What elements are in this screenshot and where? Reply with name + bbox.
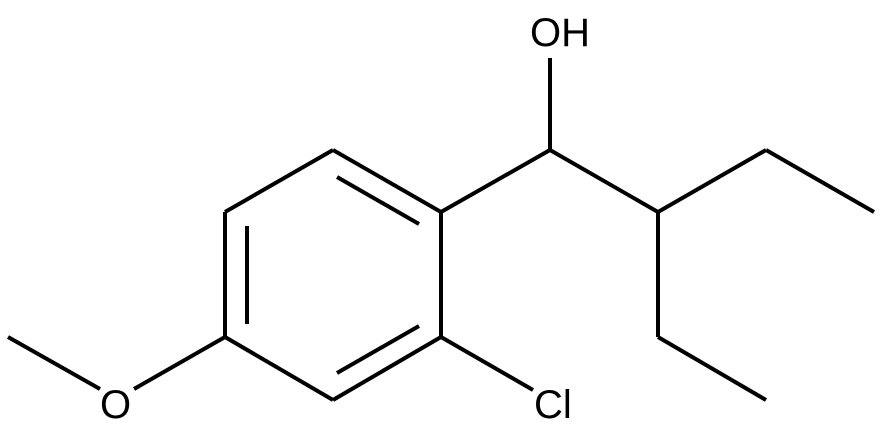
chlorine-label: Cl xyxy=(534,383,572,427)
ring-double-bond-inner-1 xyxy=(336,175,420,226)
side-chain xyxy=(440,58,875,402)
bond-ring-to-o xyxy=(133,335,226,391)
bond-ch-to-ethyl1 xyxy=(657,148,767,214)
bond-ring-to-cl xyxy=(440,335,534,392)
ring-double-bond-inner-2 xyxy=(336,324,420,375)
bond-ethyl1-methyl xyxy=(765,148,875,214)
bond-ring-to-carbinol xyxy=(440,148,551,214)
bond-o-to-methyl xyxy=(7,335,101,391)
ring-bond-6 xyxy=(224,148,334,214)
ring-bond-4 xyxy=(223,335,335,402)
ring-bond-3 xyxy=(331,335,443,402)
ring-bond-1 xyxy=(332,148,442,214)
bond-carbinol-to-ch xyxy=(549,148,659,214)
methoxy-oxygen-label: O xyxy=(100,383,131,427)
hydroxyl-label: OH xyxy=(530,11,590,55)
benzene-ring xyxy=(223,148,443,402)
bond-ethyl2-methyl xyxy=(656,335,768,402)
substituents xyxy=(7,335,534,392)
